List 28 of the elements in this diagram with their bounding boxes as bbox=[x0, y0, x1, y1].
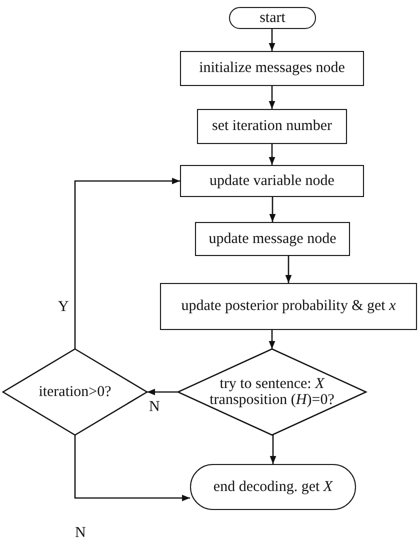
arrow bbox=[285, 256, 292, 283]
node-label: iteration>0? bbox=[38, 384, 112, 400]
arrow bbox=[268, 86, 276, 109]
decision-diamond bbox=[178, 349, 366, 435]
node-label: update posterior probability & get x bbox=[181, 298, 396, 315]
node-label: update message node bbox=[208, 230, 336, 248]
arrow bbox=[74, 178, 180, 349]
terminal-box bbox=[190, 464, 356, 510]
arrow bbox=[74, 435, 190, 502]
arrow bbox=[269, 197, 276, 222]
arrow bbox=[147, 388, 178, 396]
node-label: try to sentence: X transposition (H)=0? bbox=[208, 376, 336, 408]
node-label: end decoding. get X bbox=[213, 478, 333, 496]
process-box bbox=[180, 165, 364, 197]
process-box bbox=[195, 222, 350, 256]
terminal-box bbox=[229, 7, 316, 29]
arrow bbox=[270, 435, 276, 464]
node-label: initialize messages node bbox=[199, 60, 345, 77]
node-label: update variable node bbox=[210, 172, 334, 190]
process-box bbox=[160, 283, 417, 330]
node-label: set iteration number bbox=[212, 118, 332, 135]
arrow bbox=[268, 330, 276, 349]
decision-diamond bbox=[3, 349, 147, 435]
arrow bbox=[268, 29, 276, 51]
process-box bbox=[197, 109, 347, 144]
process-box bbox=[180, 51, 364, 86]
arrow bbox=[268, 144, 276, 165]
node-label: start bbox=[260, 10, 286, 26]
